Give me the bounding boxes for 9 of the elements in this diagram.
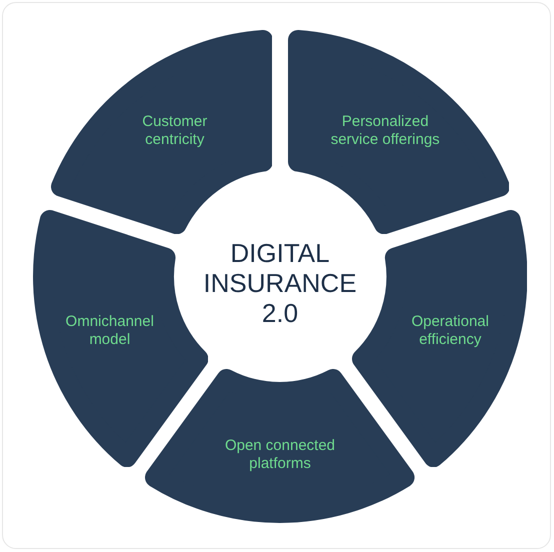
segment-label: Personalized service offerings: [330, 113, 440, 150]
ring-segment: [145, 369, 415, 523]
segment-label: Operational efficiency: [410, 313, 490, 350]
ring-segment: [50, 30, 272, 234]
segment-label: Open connected platforms: [224, 436, 336, 473]
segment-label: Customer centricity: [141, 113, 208, 150]
hub-label: DIGITAL INSURANCE 2.0: [202, 238, 358, 328]
ring-segment: [288, 30, 510, 234]
segment-label: Omnichannel model: [64, 313, 155, 350]
